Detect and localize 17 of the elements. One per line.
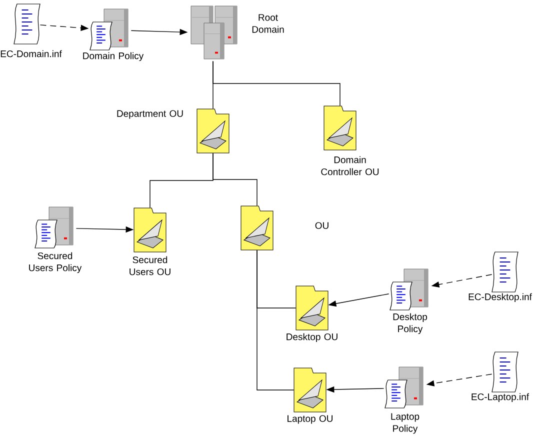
node-label: EC-Domain.inf [0,50,62,58]
node-label: Desktop OU [286,333,338,342]
node-label: EC-Laptop.inf [472,393,530,402]
node-label: Secured Users OU [130,256,170,276]
connector [212,60,340,106]
node-label: Laptop Policy [391,413,420,434]
node-label: EC-Desktop.inf [468,293,532,302]
node-label: OU [315,222,328,229]
node-label: Domain Controller OU [321,156,379,176]
node-label: Domain Policy [83,52,144,62]
connector [256,250,294,390]
node-label: Secured Users Policy [29,252,82,274]
node-label: Desktop Policy [393,313,428,334]
connector [212,152,258,206]
node-label: Department OU [117,110,183,119]
node-label: Root Domain [252,14,284,33]
node-label: Laptop OU [288,415,332,424]
